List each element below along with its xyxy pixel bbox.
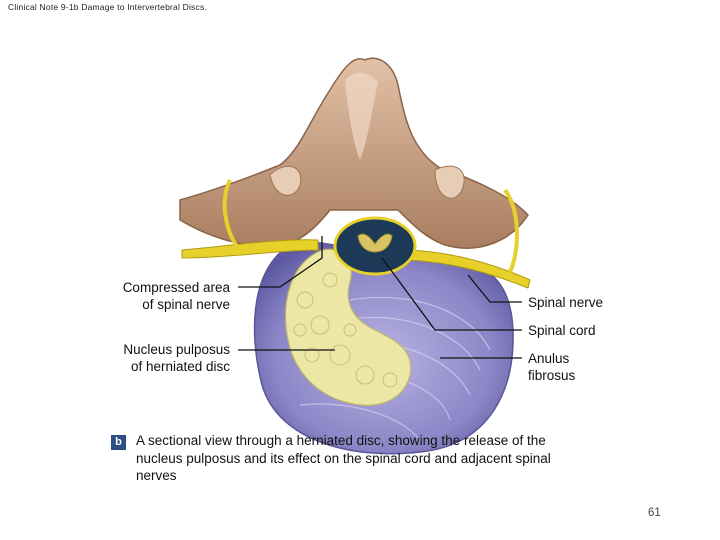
- spinal-nerve-left: [181, 239, 319, 259]
- label-nucleus-line2: of herniated disc: [130, 359, 230, 374]
- spinal-nerve-right: [407, 249, 531, 289]
- facet-left: [269, 165, 302, 196]
- spinal-cord-grey-matter: [357, 233, 393, 253]
- label-anulus-line2: fibrosus: [528, 368, 576, 383]
- nucleus-texture: [293, 272, 398, 388]
- nucleus-pulposus-shape: [285, 248, 412, 406]
- nerve-root-left: [222, 179, 240, 250]
- facet-right: [434, 165, 465, 199]
- label-nucleus-pulposus: Nucleus pulposus of herniated disc: [80, 341, 230, 375]
- label-compressed-area-line1: Compressed area: [122, 280, 230, 295]
- slide-header: Clinical Note 9-1b Damage to Interverteb…: [8, 2, 207, 12]
- figure-caption: A sectional view through a herniated dis…: [136, 433, 551, 483]
- leader-spinal-nerve: [467, 274, 522, 303]
- label-spinal-cord: Spinal cord: [528, 323, 596, 338]
- figure-part-badge: b: [111, 435, 126, 450]
- label-nucleus-line1: Nucleus pulposus: [123, 342, 230, 357]
- leader-compressed-area: [238, 236, 323, 288]
- label-anulus-fibrosus: Anulus fibrosus: [528, 350, 575, 384]
- leader-lines: [238, 236, 522, 359]
- label-anulus-line1: Anulus: [528, 351, 570, 366]
- label-compressed-area-line2: of spinal nerve: [142, 297, 230, 312]
- label-compressed-area: Compressed area of spinal nerve: [90, 279, 230, 313]
- page-number: 61: [648, 507, 661, 519]
- nerve-root-right: [503, 188, 519, 273]
- leader-spinal-cord: [381, 257, 522, 331]
- label-spinal-nerve: Spinal nerve: [528, 295, 604, 310]
- spinous-process-highlight: [345, 72, 378, 160]
